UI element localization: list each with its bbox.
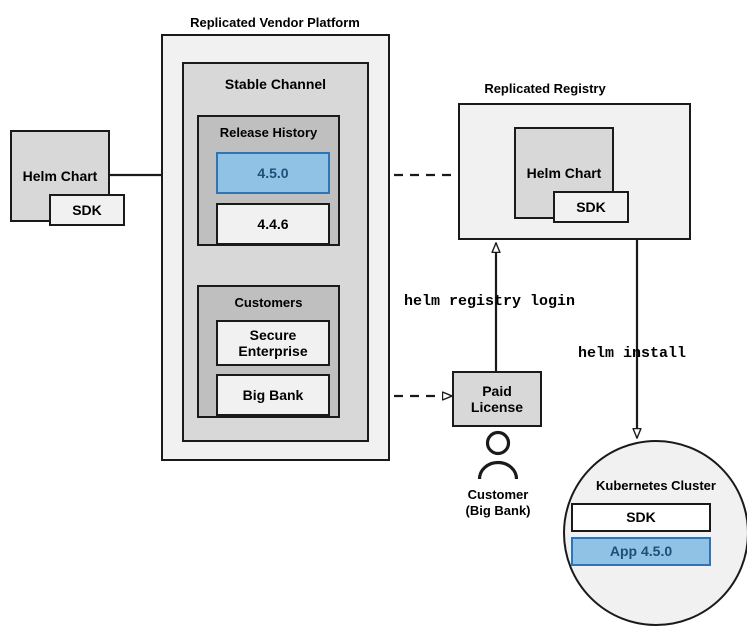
replicated-registry-title: Replicated Registry bbox=[484, 81, 606, 96]
paid-license-box: Paid License bbox=[452, 371, 542, 427]
customer-item-big-bank[interactable]: Big Bank bbox=[216, 374, 330, 416]
customer-item-label: Big Bank bbox=[242, 386, 304, 403]
release-history-title: Release History bbox=[219, 125, 318, 140]
paid-license-line2: License bbox=[470, 399, 524, 415]
source-helm-chart-label: Helm Chart bbox=[22, 167, 98, 184]
customers-title: Customers bbox=[234, 295, 303, 310]
registry-sdk-box: SDK bbox=[553, 191, 629, 223]
cluster-item-app[interactable]: App 4.5.0 bbox=[571, 537, 711, 566]
release-item-4-5-0[interactable]: 4.5.0 bbox=[216, 152, 330, 194]
person-icon bbox=[477, 430, 519, 480]
release-item-4-4-6[interactable]: 4.4.6 bbox=[216, 203, 330, 245]
kubernetes-cluster-circle bbox=[563, 440, 747, 626]
cluster-item-label: App 4.5.0 bbox=[609, 543, 673, 560]
source-sdk-box: SDK bbox=[49, 194, 125, 226]
source-sdk-label: SDK bbox=[72, 201, 102, 218]
cluster-item-sdk[interactable]: SDK bbox=[571, 503, 711, 532]
customer-item-label: Secure Enterprise bbox=[238, 326, 308, 359]
kubernetes-cluster-title: Kubernetes Cluster bbox=[596, 478, 716, 493]
release-item-label: 4.4.6 bbox=[257, 215, 289, 232]
registry-helm-chart-label: Helm Chart bbox=[526, 164, 602, 181]
customer-item-secure-enterprise[interactable]: Secure Enterprise bbox=[216, 320, 330, 366]
paid-license-line1: Paid bbox=[482, 382, 512, 399]
customer-person bbox=[472, 430, 524, 480]
stable-channel-title: Stable Channel bbox=[224, 76, 327, 92]
customer-label-line1: Customer bbox=[467, 487, 529, 502]
command-helm-install: helm install bbox=[578, 345, 687, 362]
registry-sdk-label: SDK bbox=[576, 198, 606, 215]
command-helm-registry-login: helm registry login bbox=[404, 293, 576, 310]
cluster-item-label: SDK bbox=[626, 509, 656, 526]
release-item-label: 4.5.0 bbox=[257, 164, 289, 181]
customer-label-line2: (Big Bank) bbox=[465, 503, 531, 518]
vendor-platform-title: Replicated Vendor Platform bbox=[190, 15, 360, 30]
